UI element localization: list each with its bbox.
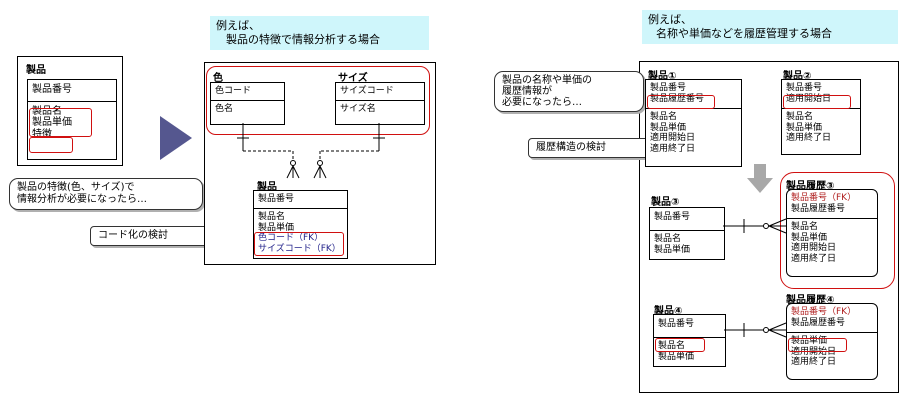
h4-entity: 製品番号（FK） 製品履歴番号 製品単価 適用開始日 適用終了日 [786, 303, 878, 380]
middle-caption: 例えば、 製品の特徴で情報分析する場合 [210, 16, 429, 50]
p1-attr-price: 製品単価 [650, 122, 687, 133]
product-fk-size: サイズコード（FK） [258, 243, 341, 254]
h3-entity: 製品番号（FK） 製品履歴番号 製品名 製品単価 適用開始日 適用終了日 [786, 189, 878, 277]
left-callout-line2: 情報分析が必要になったら… [17, 194, 147, 205]
h3-attr-start: 適用開始日 [791, 243, 837, 253]
product-attrs: 製品名 製品単価 色コード（FK） サイズコード（FK） [254, 209, 347, 257]
left-attr-name: 製品名 [32, 106, 62, 117]
p1-attrs: 製品名 製品単価 適用開始日 適用終了日 [646, 109, 741, 157]
p2-highlight [783, 95, 851, 109]
size-attr-name: サイズ名 [340, 104, 376, 114]
p2-title: 製品② [783, 71, 812, 82]
h4-pk-fk: 製品番号（FK） [791, 307, 857, 317]
h4-pk-history: 製品履歴番号 [791, 318, 846, 328]
p4-attr-price: 製品単価 [658, 351, 695, 362]
left-highlight-name-price [29, 108, 92, 137]
product-attr-name: 製品名 [258, 212, 286, 222]
left-callout-line1: 製品の特徴(色、サイズ)で [17, 182, 135, 193]
p1-pk-history: 製品履歴番号 [650, 94, 705, 104]
h3-pk-fk: 製品番号（FK） [791, 193, 857, 203]
right-callout-line1: 製品の名称や単価の [502, 75, 592, 86]
p4-attrs: 製品名 製品単価 [654, 338, 725, 365]
size-pk: サイズコード [336, 83, 424, 101]
p2-pk-product: 製品番号 [786, 83, 823, 93]
p3-entity: 製品番号 製品名 製品単価 [649, 207, 725, 260]
color-attr-name: 色名 [215, 104, 234, 114]
h4-pk: 製品番号（FK） 製品履歴番号 [787, 304, 877, 333]
right-callout-line2: 履歴情報が [502, 86, 552, 97]
h3-pk: 製品番号（FK） 製品履歴番号 [787, 190, 877, 219]
h4-attr-price: 製品単価 [791, 336, 828, 346]
left-highlight-feature [29, 137, 73, 153]
p2-attr-price: 製品単価 [786, 122, 823, 133]
size-entity: サイズコード サイズ名 [335, 82, 425, 125]
right-caption-line1: 例えば、 [648, 13, 692, 26]
p4-title: 製品④ [654, 306, 683, 317]
right-callout-structure-text: 履歴構造の検討 [536, 142, 606, 153]
right-caption-line2: 名称や単価などを履歴管理する場合 [656, 27, 832, 40]
left-attr-feature: 特徴 [32, 129, 52, 140]
product-fk-color: 色コード（FK） [258, 233, 324, 243]
left-table-title: 製品 [26, 65, 46, 76]
product-highlight-fk [254, 232, 344, 256]
h3-attr-name: 製品名 [791, 222, 819, 232]
left-callout-analysis: 製品の特徴(色、サイズ)で 情報分析が必要になったら… [9, 178, 203, 210]
right-callout-structure: 履歴構造の検討 [528, 138, 649, 158]
middle-highlight-masters [206, 66, 430, 135]
h4-title: 製品履歴④ [786, 295, 835, 306]
middle-caption-line2: 製品の特徴で情報分析する場合 [226, 33, 380, 46]
p1-title: 製品① [648, 71, 677, 82]
color-entity: 色コード 色名 [210, 82, 285, 125]
p1-pk-product: 製品番号 [650, 83, 687, 93]
h3-attrs: 製品名 製品単価 適用開始日 適用終了日 [787, 219, 877, 267]
middle-caption-line1: 例えば、 [216, 19, 260, 32]
size-entity-title: サイズ [338, 73, 368, 84]
p1-entity: 製品番号 製品履歴番号 製品名 製品単価 適用開始日 適用終了日 [645, 79, 742, 167]
left-table-divider [28, 101, 116, 102]
p4-highlight [655, 338, 705, 352]
p2-attr-name: 製品名 [786, 112, 814, 122]
left-callout-code-text: コード化の検討 [98, 230, 168, 241]
left-attr-price: 製品単価 [32, 117, 72, 128]
p3-title: 製品③ [651, 197, 680, 208]
p2-entity: 製品番号 適用開始日 製品名 製品単価 適用終了日 [781, 79, 861, 155]
product-attr-price: 製品単価 [258, 222, 295, 233]
h3-attr-end: 適用終了日 [791, 253, 837, 264]
p4-pk: 製品番号 [654, 315, 725, 338]
color-entity-title: 色 [213, 73, 223, 84]
h4-attr-end: 適用終了日 [791, 357, 837, 367]
h4-highlight [788, 338, 847, 352]
p2-attr-end: 適用終了日 [786, 133, 832, 143]
p4-entity: 製品番号 製品名 製品単価 [653, 314, 726, 367]
h3-title: 製品履歴③ [786, 181, 835, 192]
product-entity-title: 製品 [257, 182, 277, 193]
h3-pk-history: 製品履歴番号 [791, 204, 846, 214]
p1-attr-name: 製品名 [650, 112, 678, 122]
product-pk: 製品番号 [254, 191, 347, 209]
p2-pk-start: 適用開始日 [786, 94, 832, 104]
h3-highlight [780, 172, 895, 289]
h3-attr-price: 製品単価 [791, 232, 828, 243]
left-product-pk: 製品番号 [32, 84, 72, 95]
p3-attrs: 製品名 製品単価 [650, 231, 724, 258]
left-panel: 製品 製品番号 製品名 製品単価 特徴 [17, 56, 123, 166]
p3-attr-name: 製品名 [654, 234, 682, 244]
left-callout-code: コード化の検討 [90, 226, 210, 246]
p1-highlight [647, 95, 715, 109]
product-entity: 製品番号 製品名 製品単価 色コード（FK） サイズコード（FK） [253, 190, 348, 259]
right-caption: 例えば、 名称や単価などを履歴管理する場合 [642, 10, 898, 44]
color-pk: 色コード [211, 83, 284, 101]
p4-attr-name: 製品名 [658, 341, 686, 351]
p2-attrs: 製品名 製品単価 適用終了日 [782, 109, 860, 147]
right-callout-line3: 必要になったら… [502, 97, 582, 108]
p1-attr-start: 適用開始日 [650, 133, 696, 143]
p3-attr-price: 製品単価 [654, 244, 691, 255]
p3-pk: 製品番号 [650, 208, 724, 231]
p1-attr-end: 適用終了日 [650, 143, 696, 154]
right-callout-history: 製品の名称や単価の 履歴情報が 必要になったら… [494, 71, 644, 112]
